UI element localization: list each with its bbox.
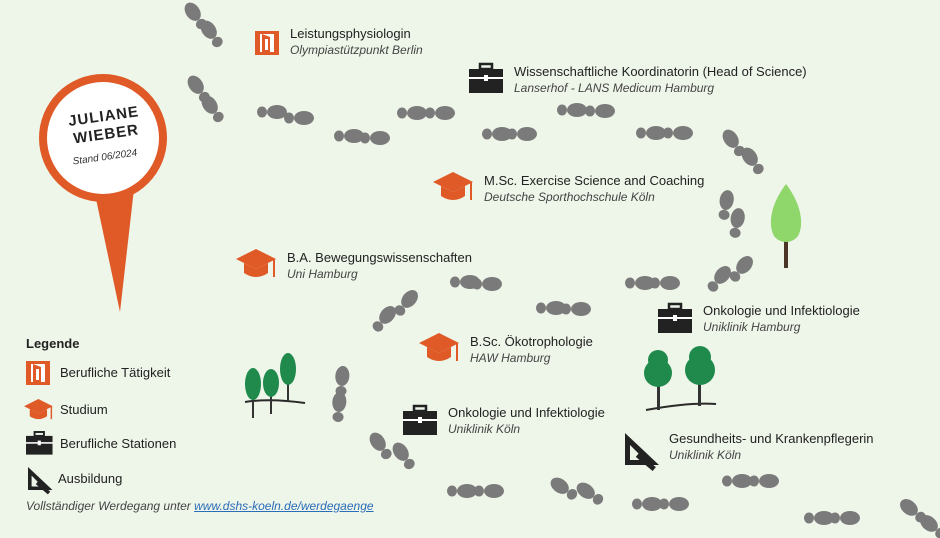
legend-item-stations: Berufliche Stationen (60, 436, 177, 451)
entry-ba: B.A. Bewegungswissenschaften Uni Hamburg (287, 249, 472, 283)
entry-msc: M.Sc. Exercise Science and Coaching Deut… (484, 172, 704, 206)
entry-title: Wissenschaftliche Koordinatorin (Head of… (514, 64, 807, 79)
set-square-icon (625, 433, 659, 471)
set-square-icon (28, 467, 53, 495)
entry-title: Gesundheits- und Krankenpflegerin (669, 431, 874, 446)
graduation-cap-icon (433, 172, 473, 200)
legend-item-study: Studium (60, 402, 108, 417)
footer-text: Vollständiger Werdegang unter (26, 499, 195, 513)
entry-title: M.Sc. Exercise Science and Coaching (484, 173, 705, 188)
graduation-cap-icon (24, 399, 53, 420)
entry-subtitle: Uniklinik Köln (669, 448, 742, 462)
entry-title: Onkologie und Infektiologie (448, 405, 605, 420)
entry-title: Onkologie und Infektiologie (703, 303, 860, 318)
footer-note: Vollständiger Werdegang unter www.dshs-k… (26, 499, 374, 513)
graduation-cap-icon (419, 333, 459, 361)
entry-title: B.Sc. Ökotrophologie (470, 334, 593, 349)
entry-onkologie-hamburg: Onkologie und Infektiologie Uniklinik Ha… (703, 302, 860, 336)
entry-subtitle: Uniklinik Hamburg (703, 320, 801, 334)
career-path-link[interactable]: www.dshs-koeln.de/werdegaenge (194, 499, 374, 513)
entry-subtitle: Deutsche Sporthochschule Köln (484, 190, 655, 204)
legend-title: Legende (26, 336, 80, 351)
career-icon (255, 31, 279, 55)
entry-leistungsphysiologin: Leistungsphysiologin Olympiastützpunkt B… (290, 25, 423, 59)
entry-subtitle: Uni Hamburg (287, 267, 358, 281)
tree-icon (770, 184, 802, 268)
entry-head-of-science: Wissenschaftliche Koordinatorin (Head of… (514, 63, 807, 97)
entry-subtitle: Olympiastützpunkt Berlin (290, 43, 423, 57)
entry-title: B.A. Bewegungswissenschaften (287, 250, 472, 265)
entry-title: Leistungsphysiologin (290, 26, 411, 41)
entry-onkologie-koeln: Onkologie und Infektiologie Uniklinik Kö… (448, 404, 605, 438)
entry-subtitle: Lanserhof - LANS Medicum Hamburg (514, 81, 715, 95)
briefcase-icon (403, 404, 437, 435)
tree-pair-icon (644, 346, 717, 411)
briefcase-icon (26, 431, 53, 455)
entry-bsc: B.Sc. Ökotrophologie HAW Hamburg (470, 333, 593, 367)
legend-item-career: Berufliche Tätigkeit (60, 365, 171, 380)
briefcase-icon (658, 302, 692, 333)
location-pin (39, 74, 167, 312)
entry-subtitle: Uniklinik Köln (448, 422, 521, 436)
entry-krankenpflegerin: Gesundheits- und Krankenpflegerin Unikli… (669, 430, 874, 464)
tree-cluster-icon (244, 353, 306, 418)
entry-subtitle: HAW Hamburg (470, 351, 551, 365)
career-icon (26, 361, 50, 385)
legend-item-training: Ausbildung (58, 471, 123, 486)
briefcase-icon (469, 62, 503, 93)
graduation-cap-icon (236, 249, 276, 277)
